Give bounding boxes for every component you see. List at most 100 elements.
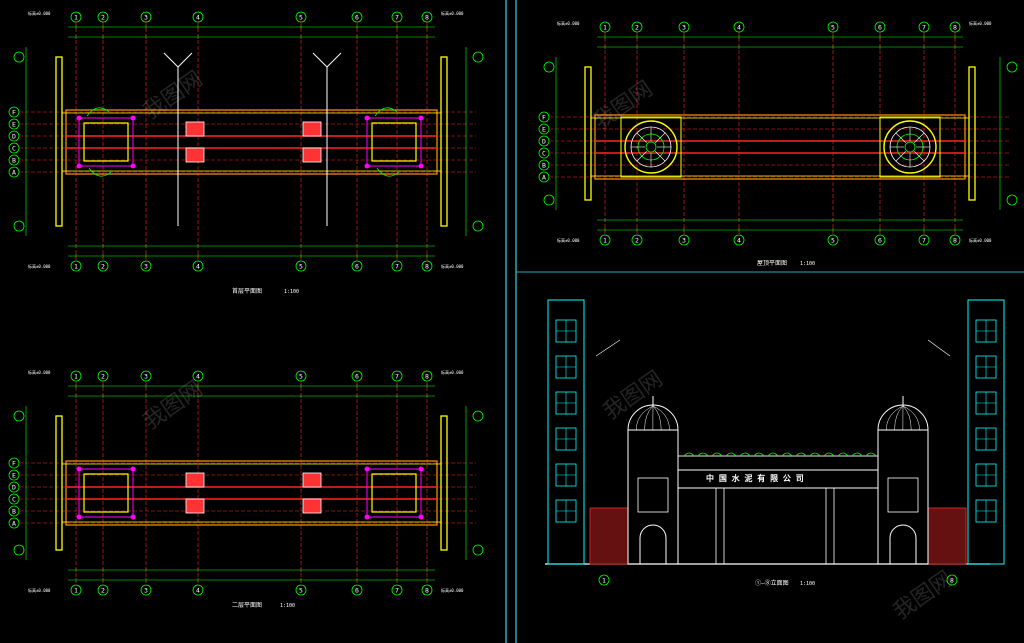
column-marker bbox=[364, 163, 370, 169]
level-note: 标高±0.000 bbox=[969, 20, 992, 26]
corner-axis-circle bbox=[13, 410, 25, 422]
column-axis-bottom-2-label: 2 bbox=[101, 586, 105, 594]
level-note: 标高±0.000 bbox=[441, 369, 464, 375]
column-marker bbox=[76, 115, 82, 121]
left-tower bbox=[547, 299, 585, 565]
dome-rib bbox=[902, 405, 920, 431]
level-note: 标高±0.000 bbox=[969, 237, 992, 243]
dome-rib bbox=[636, 151, 647, 162]
column-axis-bottom-3-circle bbox=[678, 234, 690, 246]
column-axis-bottom-4-label: 4 bbox=[737, 236, 741, 244]
column-axis-top-6-label: 6 bbox=[355, 13, 359, 21]
gatehouse-outline bbox=[366, 117, 422, 167]
row-axis-left-F-label: F bbox=[12, 459, 16, 467]
column-marker bbox=[130, 514, 136, 520]
lamp-arm bbox=[312, 52, 328, 68]
corner-axis-circle bbox=[472, 220, 484, 232]
gatehouse-outline bbox=[366, 468, 422, 518]
column-axis-bottom-6-label: 6 bbox=[355, 262, 359, 270]
mid-column-box bbox=[302, 472, 322, 488]
planter-arc bbox=[725, 452, 737, 457]
column-axis-bottom-5-circle bbox=[295, 260, 307, 272]
column-axis-bottom-2-label: 2 bbox=[635, 236, 639, 244]
row-axis-left-A-label: A bbox=[542, 173, 546, 181]
lamp-arm bbox=[163, 52, 179, 68]
level-note: 标高±0.000 bbox=[441, 263, 464, 269]
column-axis-bottom-8-circle bbox=[949, 234, 961, 246]
corner-axis-circle bbox=[13, 51, 25, 63]
column-axis-bottom-6-label: 6 bbox=[878, 236, 882, 244]
end-wall-right bbox=[440, 415, 448, 551]
gatehouse-wall bbox=[371, 473, 417, 513]
gatehouse-outline bbox=[78, 468, 134, 518]
planter-arc bbox=[795, 452, 807, 457]
row-axis-left-B-label: B bbox=[542, 161, 546, 169]
row-axis-left-C-label: C bbox=[12, 144, 16, 152]
column-axis-bottom-6-circle bbox=[351, 584, 363, 596]
gatehouse-wall bbox=[83, 473, 129, 513]
column-axis-bottom-1-label: 1 bbox=[74, 262, 78, 270]
column-axis-bottom-5-circle bbox=[827, 234, 839, 246]
planter-arc bbox=[697, 452, 709, 457]
column-axis-bottom-7-circle bbox=[391, 584, 403, 596]
gatehouse-wall bbox=[371, 122, 417, 162]
dome-center bbox=[645, 141, 657, 153]
column-axis-top-2-label: 2 bbox=[101, 372, 105, 380]
column-axis-top-6-label: 6 bbox=[878, 23, 882, 31]
sign-band bbox=[677, 469, 879, 489]
column-axis-bottom-5-label: 5 bbox=[831, 236, 835, 244]
corner-axis-circle bbox=[472, 544, 484, 556]
door-swing bbox=[374, 107, 398, 117]
column-axis-bottom-4-circle bbox=[192, 584, 204, 596]
level-note: 标高±0.000 bbox=[557, 237, 580, 243]
column-marker bbox=[76, 466, 82, 472]
column-axis-bottom-4-circle bbox=[192, 260, 204, 272]
column-marker bbox=[418, 466, 424, 472]
column-axis-bottom-7-label: 7 bbox=[922, 236, 926, 244]
column-axis-top-4-label: 4 bbox=[196, 372, 200, 380]
row-axis-left-B-label: B bbox=[12, 156, 16, 164]
mid-column-box bbox=[185, 472, 205, 488]
column-axis-bottom-8-circle bbox=[421, 584, 433, 596]
column-marker bbox=[76, 514, 82, 520]
column-axis-bottom-5-label: 5 bbox=[299, 262, 303, 270]
row-axis-left-C-label: C bbox=[12, 495, 16, 503]
column-axis-top-8-label: 8 bbox=[425, 13, 429, 21]
column-axis-bottom-6-circle bbox=[874, 234, 886, 246]
panel-scale-top-right: 1:100 bbox=[800, 261, 815, 267]
corner-axis-circle bbox=[1006, 61, 1018, 73]
level-note: 标高±0.000 bbox=[557, 20, 580, 26]
end-wall-right bbox=[968, 66, 976, 201]
corner-axis-circle bbox=[13, 544, 25, 556]
door-swing bbox=[88, 167, 112, 177]
row-axis-left-F-label: F bbox=[12, 108, 16, 116]
lamp-arm bbox=[177, 52, 193, 68]
planter-arc bbox=[823, 452, 835, 457]
dome-rib bbox=[914, 132, 925, 143]
column-axis-bottom-7-label: 7 bbox=[395, 586, 399, 594]
column-axis-bottom-8-label: 8 bbox=[953, 236, 957, 244]
planter-arc bbox=[781, 452, 793, 457]
column-axis-top-1-label: 1 bbox=[74, 372, 78, 380]
corner-axis-circle bbox=[472, 410, 484, 422]
row-axis-left-E-label: E bbox=[12, 471, 16, 479]
pavilion-window bbox=[887, 477, 919, 513]
panel-title-top-right: 屋顶平面图 bbox=[757, 260, 787, 267]
column-axis-top-2-label: 2 bbox=[635, 23, 639, 31]
planter-arc bbox=[837, 452, 849, 457]
dome-center bbox=[904, 141, 916, 153]
column-axis-top-1-label: 1 bbox=[603, 23, 607, 31]
column-axis-bottom-8-label: 8 bbox=[425, 586, 429, 594]
column-axis-bottom-8-label: 8 bbox=[425, 262, 429, 270]
door-swing bbox=[376, 167, 400, 177]
right-brick-wall bbox=[927, 507, 967, 565]
column-axis-top-4-label: 4 bbox=[196, 13, 200, 21]
door-swing bbox=[86, 107, 110, 117]
row-axis-left-A-label: A bbox=[12, 168, 16, 176]
column-axis-bottom-1-circle bbox=[70, 260, 82, 272]
column-axis-bottom-2-circle bbox=[97, 260, 109, 272]
end-wall-right bbox=[440, 56, 448, 227]
planter-arc bbox=[865, 452, 877, 457]
